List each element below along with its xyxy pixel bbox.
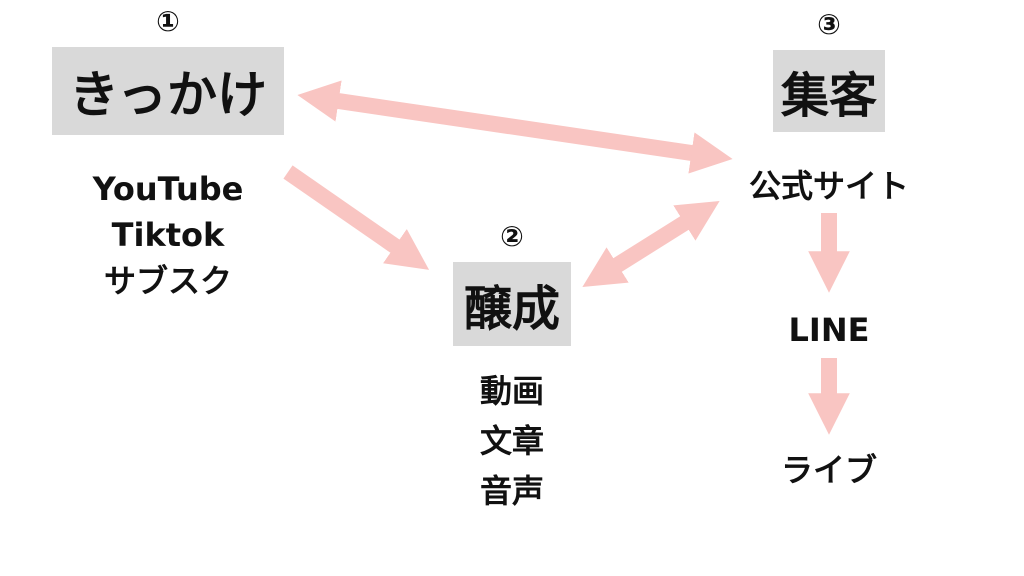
stage3-number: ③ <box>817 8 841 41</box>
stage3-title-box: 集客 <box>773 50 885 132</box>
stage3-item-official-site: 公式サイト <box>748 167 909 205</box>
stage1-number: ① <box>156 5 180 38</box>
stage1-item-tiktok: Tiktok <box>111 216 225 254</box>
stage2-number: ② <box>500 220 524 253</box>
arrow-kikkake-to-jousei <box>283 165 430 270</box>
stage2-item-audio: 音声 <box>479 472 544 510</box>
stage1-item-youtube: YouTube <box>92 170 244 208</box>
stage2-items: 動画 文章 音声 <box>452 366 572 516</box>
stage2-item-text: 文章 <box>479 422 544 460</box>
arrow-kikkake-to-shukyaku <box>297 80 733 174</box>
stage1-title-box: きっかけ <box>52 47 284 135</box>
stage2-item-video: 動画 <box>479 372 544 410</box>
stage1-item-subscription: サブスク <box>103 262 232 300</box>
stage3-item-line: LINE <box>788 311 870 349</box>
stage3-item-live: ライブ <box>780 451 877 489</box>
arrow-jousei-to-site <box>582 200 720 288</box>
stage1-items: YouTube Tiktok サブスク <box>68 166 268 304</box>
stage2-title-box: 醸成 <box>453 262 571 346</box>
